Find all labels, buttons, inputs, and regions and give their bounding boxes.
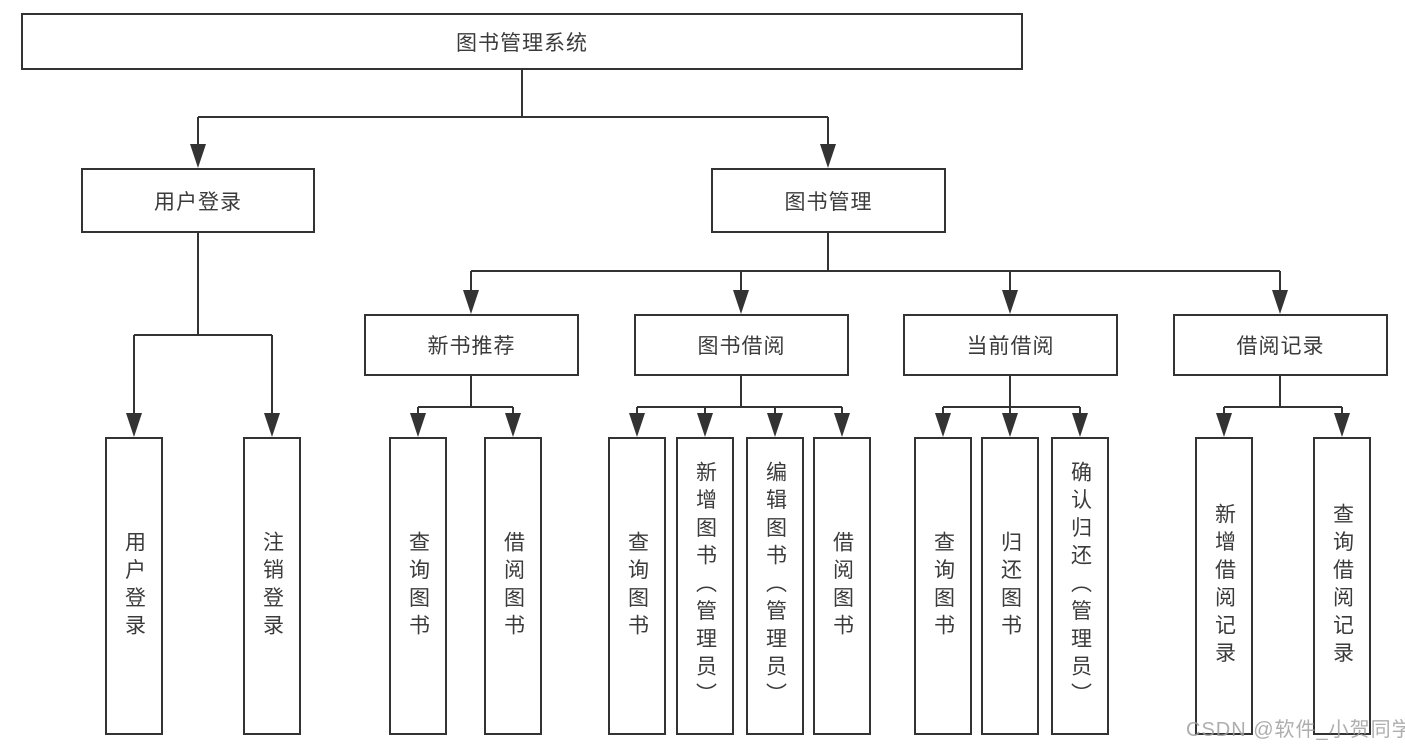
leaf-edit-books-admin: 编辑图书（管理员） xyxy=(746,437,804,735)
leaf-query-borrow-record-label: 查询借阅记录 xyxy=(1330,502,1354,670)
node-new-book-recommend: 新书推荐 xyxy=(364,314,579,376)
watermark: CSDN @软件_小贺同学 xyxy=(1186,719,1405,741)
leaf-add-books-admin-label: 新增图书（管理员） xyxy=(693,461,717,711)
node-current-borrow: 当前借阅 xyxy=(903,314,1118,376)
node-borrow-records-label: 借阅记录 xyxy=(1236,335,1325,358)
node-user-login-label: 用户登录 xyxy=(154,190,242,214)
node-book-management-label: 图书管理 xyxy=(784,190,873,214)
node-book-management: 图书管理 xyxy=(711,168,946,233)
leaf-query-books-current-label: 查询图书 xyxy=(931,530,955,642)
leaf-add-books-admin: 新增图书（管理员） xyxy=(676,437,734,735)
leaf-query-borrow-record: 查询借阅记录 xyxy=(1313,437,1371,735)
leaf-add-borrow-record-label: 新增借阅记录 xyxy=(1212,502,1236,670)
node-root: 图书管理系统 xyxy=(21,13,1023,70)
node-current-borrow-label: 当前借阅 xyxy=(966,335,1055,358)
leaf-add-borrow-record: 新增借阅记录 xyxy=(1195,437,1253,735)
node-new-book-recommend-label: 新书推荐 xyxy=(427,335,516,358)
node-borrow-records: 借阅记录 xyxy=(1173,314,1388,376)
leaf-logout-label: 注销登录 xyxy=(260,530,284,642)
leaf-query-books-recommend: 查询图书 xyxy=(389,437,447,735)
leaf-user-login: 用户登录 xyxy=(105,437,163,735)
node-user-login: 用户登录 xyxy=(81,168,315,233)
node-book-borrow: 图书借阅 xyxy=(634,314,849,376)
leaf-logout: 注销登录 xyxy=(243,437,301,735)
leaf-query-books-current: 查询图书 xyxy=(914,437,972,735)
leaf-borrow-books-label: 借阅图书 xyxy=(830,530,854,642)
leaf-confirm-return-admin-label: 确认归还（管理员） xyxy=(1068,461,1092,711)
leaf-return-books-label: 归还图书 xyxy=(998,530,1022,642)
leaf-query-books-borrow: 查询图书 xyxy=(608,437,666,735)
leaf-borrow-books-recommend-label: 借阅图书 xyxy=(501,530,525,642)
leaf-query-books-borrow-label: 查询图书 xyxy=(625,530,649,642)
leaf-query-books-recommend-label: 查询图书 xyxy=(406,530,430,642)
node-book-borrow-label: 图书借阅 xyxy=(697,335,786,358)
leaf-user-login-label: 用户登录 xyxy=(122,530,146,642)
leaf-edit-books-admin-label: 编辑图书（管理员） xyxy=(763,461,787,711)
leaf-borrow-books-recommend: 借阅图书 xyxy=(484,437,542,735)
leaf-return-books: 归还图书 xyxy=(981,437,1039,735)
leaf-confirm-return-admin: 确认归还（管理员） xyxy=(1051,437,1109,735)
node-root-label: 图书管理系统 xyxy=(456,31,588,55)
leaf-borrow-books: 借阅图书 xyxy=(813,437,871,735)
